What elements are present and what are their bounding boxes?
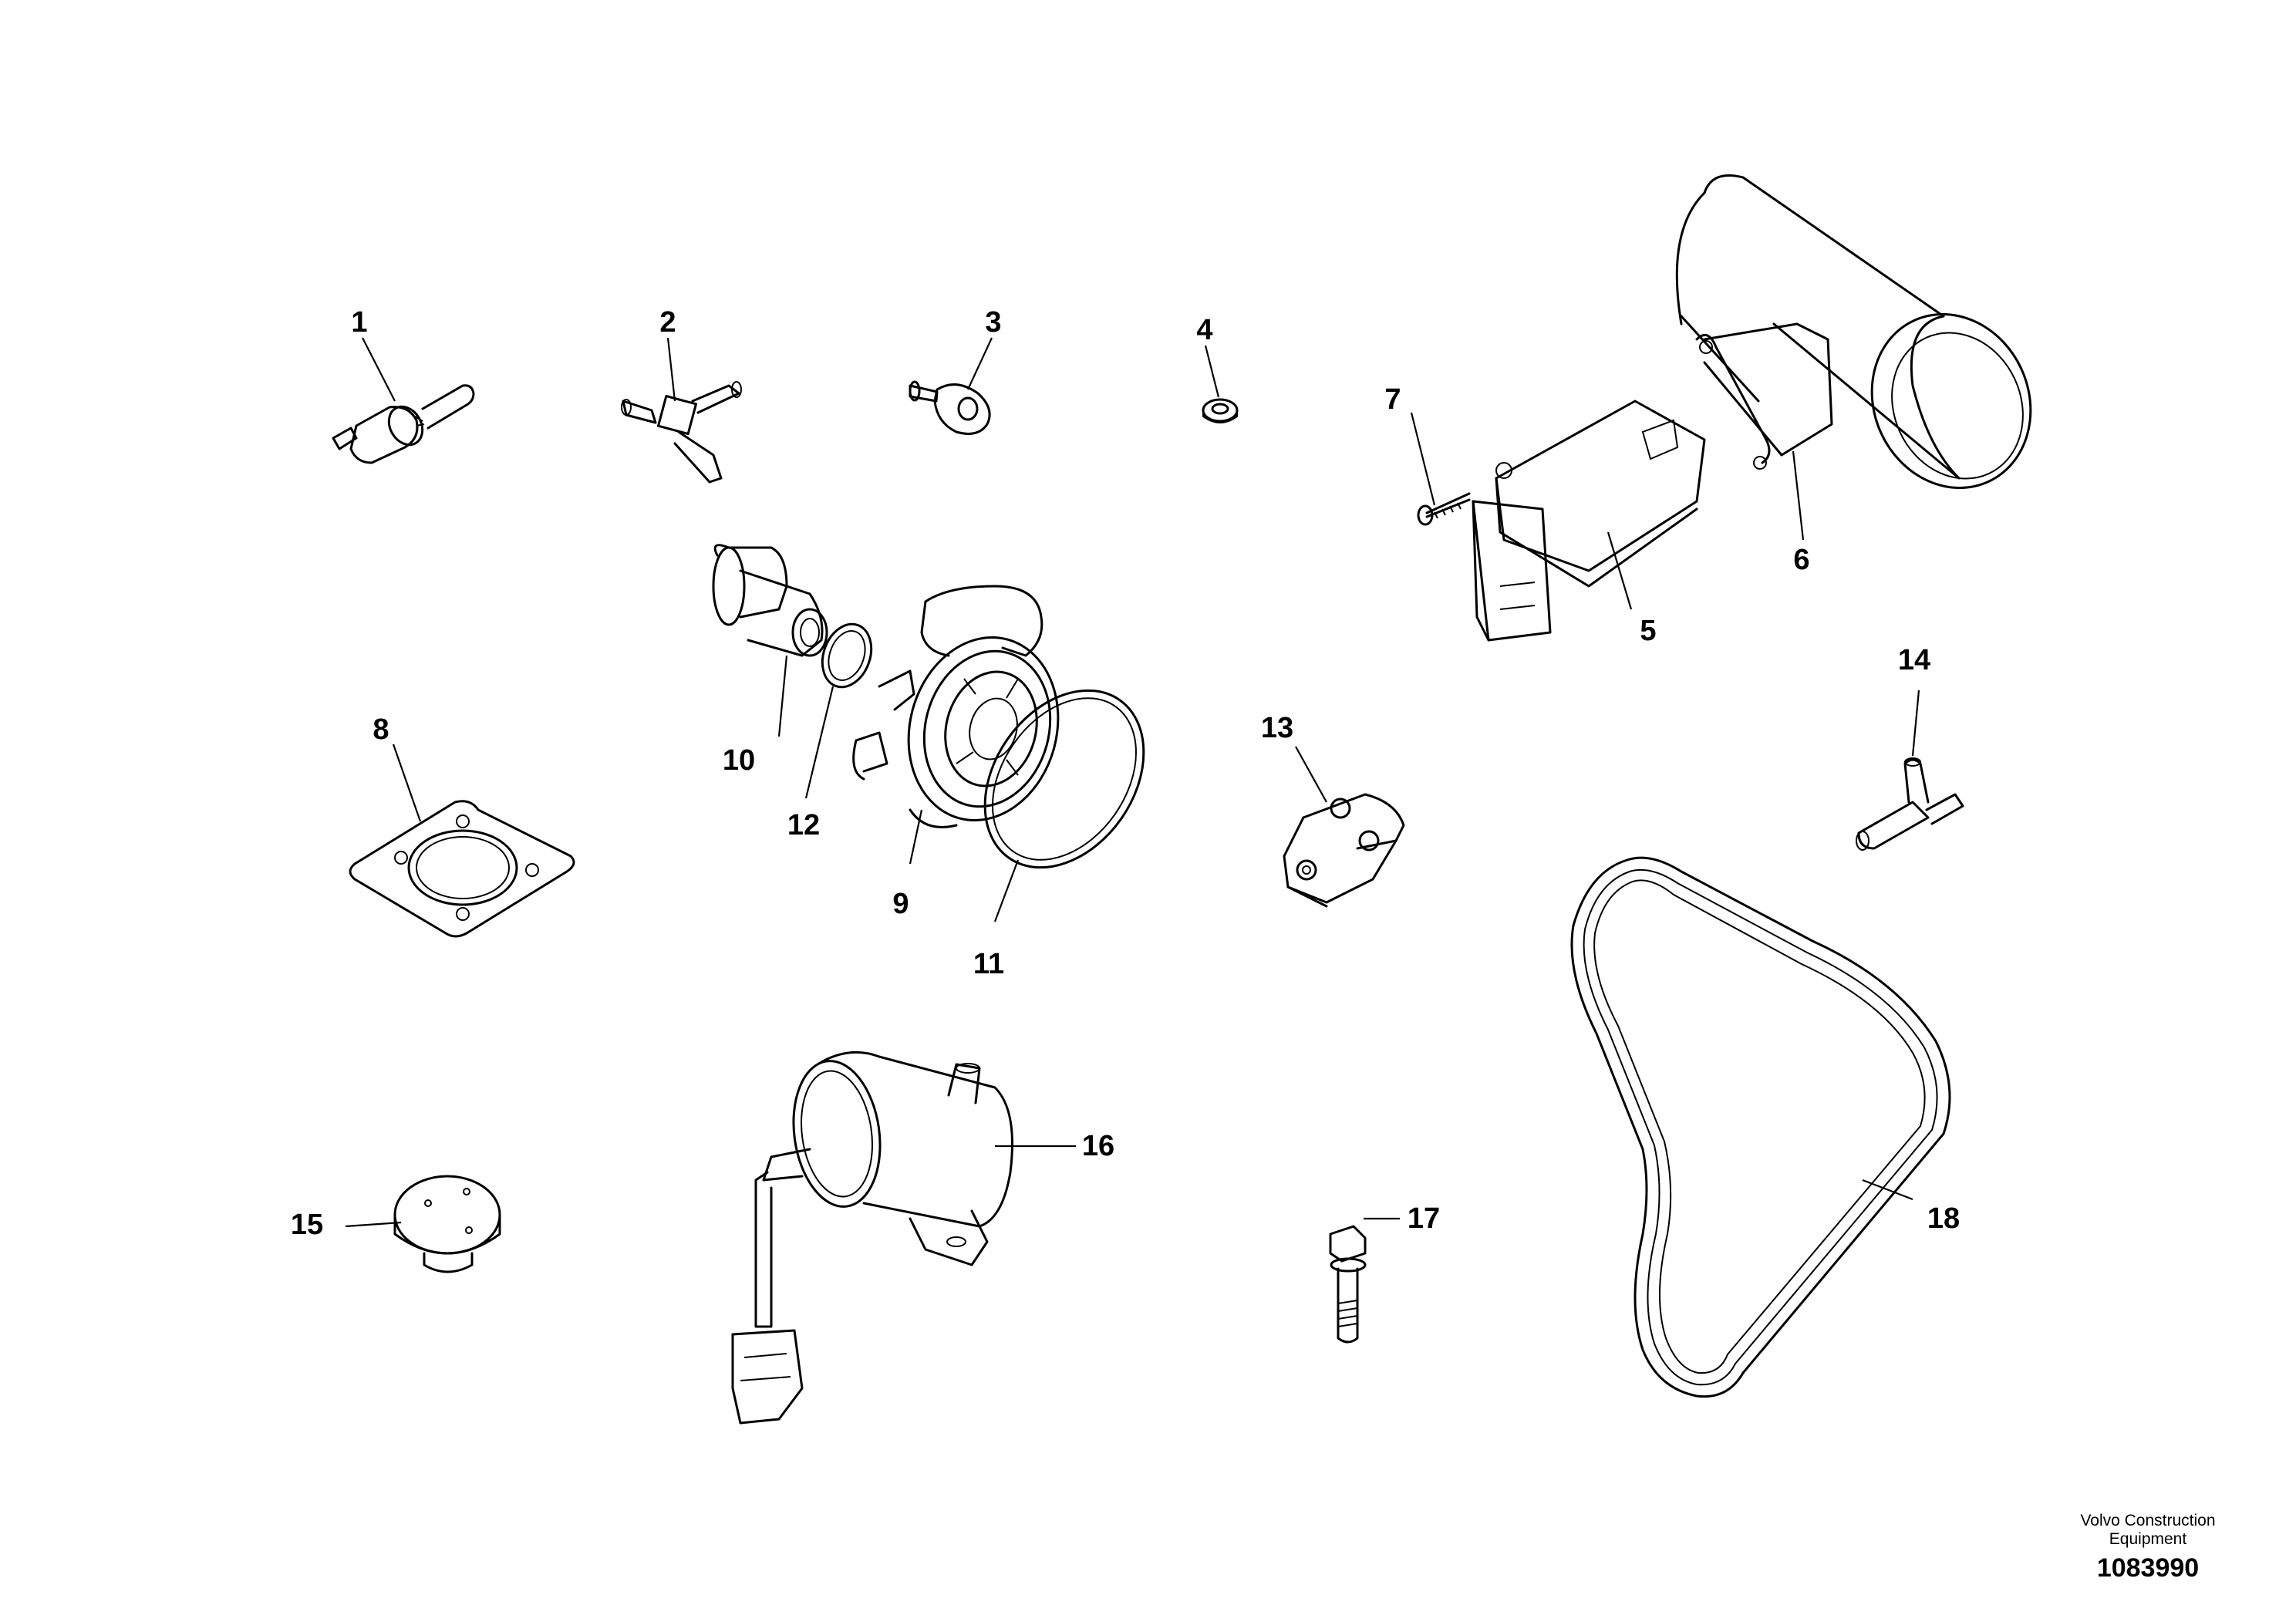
part-15-cap	[393, 1175, 501, 1273]
drawing-number: 1083990	[2096, 1553, 2200, 1583]
part-11-large-oring	[983, 689, 1145, 869]
part-9-filter-head	[852, 585, 1060, 828]
part-7-screw	[1417, 492, 1471, 526]
part-14-tee	[1856, 757, 1964, 851]
part-3-banjo-bolt	[909, 380, 991, 435]
part-1-inline-valve	[332, 384, 475, 464]
company-line-1: Volvo Construction	[2080, 1512, 2216, 1529]
label-1: 1	[351, 306, 367, 339]
part-labels: 1 2 3 4 5 6 7 8 9 10 11 12 13 14 15 16 1…	[291, 306, 1960, 1241]
company-line-2: Equipment	[2109, 1530, 2187, 1548]
company-credit: Volvo Construction Equipment 1083990	[2052, 1512, 2244, 1583]
label-3: 3	[985, 306, 1001, 339]
part-12-small-oring	[821, 622, 873, 689]
part-10-fitting	[712, 544, 828, 657]
label-2: 2	[659, 306, 676, 339]
label-18: 18	[1927, 1202, 1960, 1235]
part-16-fuel-pump	[731, 1050, 1013, 1425]
label-5: 5	[1640, 615, 1656, 647]
label-16: 16	[1082, 1130, 1114, 1162]
part-18-vbelt	[1570, 856, 1951, 1398]
label-13: 13	[1261, 712, 1293, 744]
part-2-tee-fitting	[621, 381, 742, 484]
leader-lines	[345, 337, 1920, 1228]
label-7: 7	[1384, 383, 1401, 416]
part-5-sensor	[1472, 400, 1706, 642]
label-8: 8	[373, 713, 389, 746]
part-4-washer	[1202, 398, 1239, 423]
label-9: 9	[892, 888, 909, 920]
label-4: 4	[1196, 314, 1212, 346]
label-11: 11	[973, 948, 1004, 980]
label-15: 15	[291, 1209, 323, 1241]
part-6-housing	[1675, 174, 2032, 489]
part-8-gasket	[349, 800, 575, 938]
part-17-bolt	[1329, 1225, 1367, 1344]
label-17: 17	[1408, 1202, 1440, 1235]
label-6: 6	[1793, 544, 1809, 576]
label-14: 14	[1898, 644, 1930, 676]
label-12: 12	[787, 809, 820, 841]
label-10: 10	[723, 744, 755, 777]
part-13-bracket	[1283, 793, 1405, 908]
